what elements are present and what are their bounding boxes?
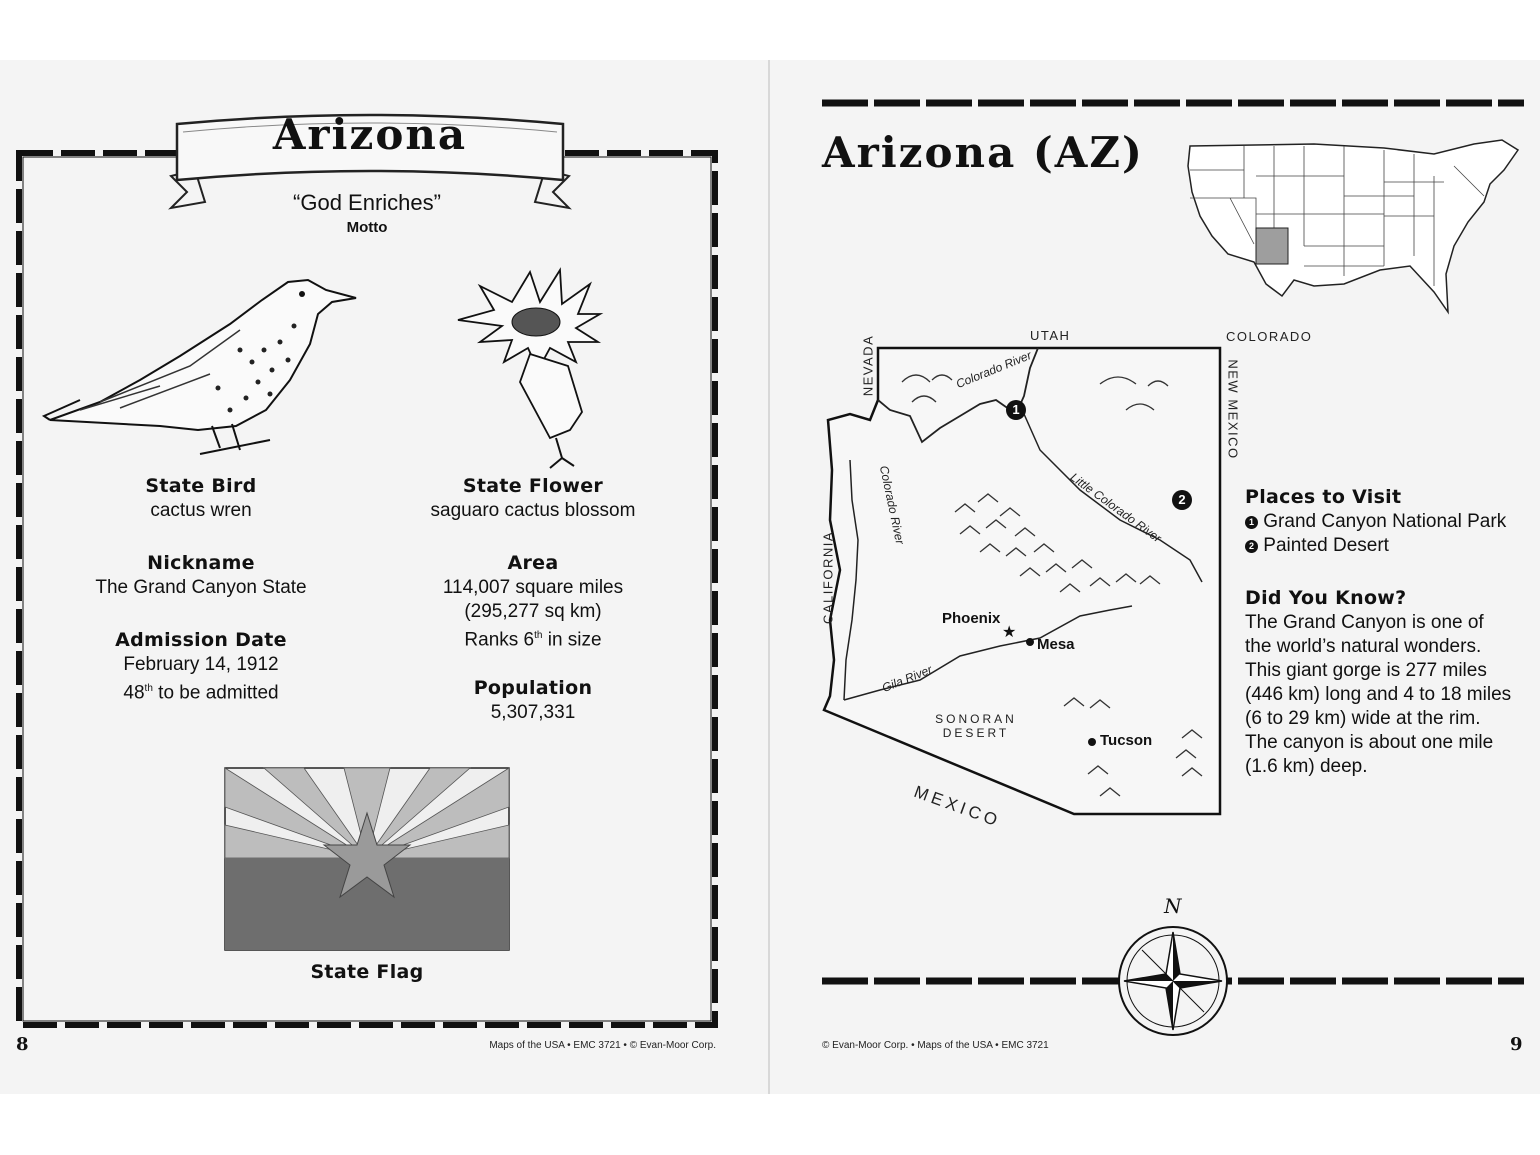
city-phoenix: Phoenix <box>942 610 1001 627</box>
arizona-highlight <box>1255 227 1289 265</box>
did-you-know-heading: Did You Know? <box>1245 587 1407 609</box>
state-flower-value: saguaro cactus blossom <box>430 500 636 521</box>
title-banner <box>168 113 572 210</box>
dyk-line: the world’s natural wonders. <box>1245 636 1482 657</box>
area-line-2: (295,277 sq km) <box>464 601 602 622</box>
population-label: Population <box>473 677 593 699</box>
place-number-1: 1 <box>1245 516 1258 529</box>
nickname-value: The Grand Canyon State <box>95 577 307 598</box>
dyk-line: (6 to 29 km) wide at the rim. <box>1245 708 1481 729</box>
label-sonoran: SONORAN <box>935 712 1017 726</box>
dyk-line: The Grand Canyon is one of <box>1245 612 1484 633</box>
page-gutter <box>768 60 770 1094</box>
dyk-line: This giant gorge is 277 miles <box>1245 660 1487 681</box>
page-number-right: 9 <box>1510 1034 1523 1055</box>
map-marker-1: 1 <box>1006 400 1026 420</box>
motto-text: “God Enriches” <box>293 190 441 215</box>
us-locator-map <box>1187 139 1520 315</box>
compass-north-label: N <box>1164 894 1182 918</box>
compass-rose-icon <box>1118 926 1228 1036</box>
capital-star-icon: ★ <box>1002 624 1017 641</box>
state-bird-label: State Bird <box>145 475 257 497</box>
label-colorado: COLORADO <box>1226 329 1313 344</box>
dyk-line: (1.6 km) deep. <box>1245 756 1368 777</box>
map-marker-2: 2 <box>1172 490 1192 510</box>
nickname-label: Nickname <box>147 552 255 574</box>
arizona-map <box>822 346 1222 816</box>
page-number-left: 8 <box>16 1034 29 1055</box>
dyk-line: The canyon is about one mile <box>1245 732 1494 753</box>
place-number-2: 2 <box>1245 540 1258 553</box>
place-item-1: 1 Grand Canyon National Park <box>1245 510 1535 534</box>
admission-date-label: Admission Date <box>115 629 287 651</box>
area-line-1: 114,007 square miles <box>442 577 624 598</box>
flag-star <box>322 811 412 899</box>
area-rank: Ranks 6th in size <box>464 629 602 651</box>
page-title: Arizona <box>272 110 468 159</box>
mesa-dot <box>1026 638 1034 646</box>
population-value: 5,307,331 <box>490 702 576 723</box>
motto-label: Motto <box>346 219 388 236</box>
footer-left: Maps of the USA • EMC 3721 • © Evan-Moor… <box>489 1040 716 1051</box>
area-label: Area <box>507 552 559 574</box>
place-name-2: Painted Desert <box>1263 535 1389 556</box>
map-page-title: Arizona (AZ) <box>822 128 1144 177</box>
places-heading: Places to Visit <box>1245 486 1402 508</box>
city-tucson: Tucson <box>1100 732 1153 749</box>
label-desert: DESERT <box>942 726 1010 740</box>
admission-date-value: February 14, 1912 <box>123 654 279 675</box>
footer-right: © Evan-Moor Corp. • Maps of the USA • EM… <box>822 1040 1049 1051</box>
label-new-mexico: NEW MEXICO <box>1225 359 1241 460</box>
top-rule <box>822 99 1524 107</box>
did-you-know-text: The Grand Canyon is one of the world’s n… <box>1245 611 1535 779</box>
flag-label: State Flag <box>310 961 424 983</box>
city-mesa: Mesa <box>1037 636 1075 653</box>
admission-order: 48th to be admitted <box>123 682 279 704</box>
cactus-wren-illustration <box>41 278 357 455</box>
place-item-2: 2 Painted Desert <box>1245 534 1535 558</box>
dyk-line: (446 km) long and 4 to 18 miles <box>1245 684 1512 705</box>
label-utah: UTAH <box>1030 328 1071 343</box>
saguaro-blossom-illustration <box>457 267 604 469</box>
state-flower-label: State Flower <box>462 475 604 497</box>
place-name-1: Grand Canyon National Park <box>1263 511 1507 532</box>
label-california: CALIFORNIA <box>820 531 836 625</box>
label-nevada: NEVADA <box>860 334 876 397</box>
arizona-flag <box>224 767 510 951</box>
tucson-dot <box>1088 738 1096 746</box>
state-bird-value: cactus wren <box>150 500 252 521</box>
